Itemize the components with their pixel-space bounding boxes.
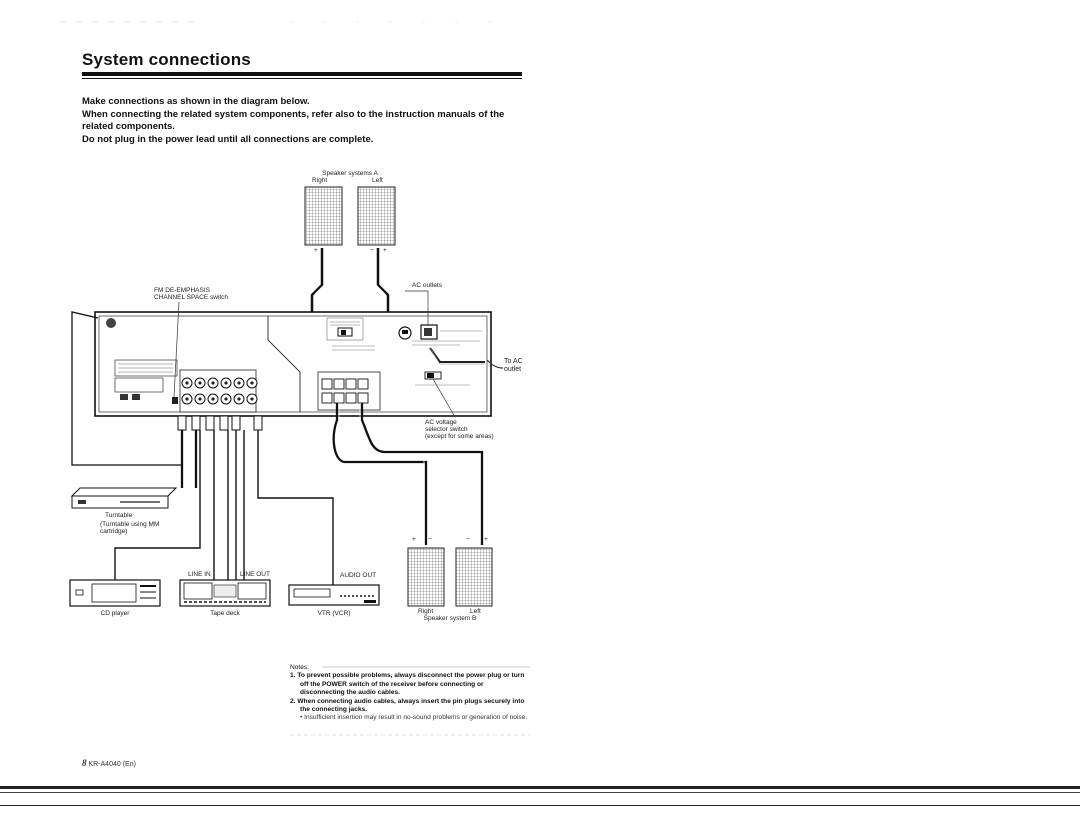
label-speaker-b-right: Right (418, 608, 434, 615)
label-minus-b-left: − (466, 536, 470, 543)
page-title: System connections (82, 50, 251, 69)
label-audio-out: AUDIO OUT (340, 572, 377, 579)
page-number: 8 (82, 758, 87, 768)
label-channel-space: CHANNEL SPACE switch (154, 294, 229, 301)
note-item-2: 2. When connecting audio cables, always … (290, 697, 525, 714)
intro-line-2: When connecting the related system compo… (82, 109, 505, 132)
label-line-in: LINE IN (188, 571, 211, 578)
intro-line-3: Do not plug in the power lead until all … (82, 134, 374, 145)
vtr (288, 584, 380, 606)
label-plus-a-left: + (383, 247, 387, 254)
label-except-areas: (except for some areas) (425, 433, 494, 440)
label-speaker-systems-a: Speaker systems A (322, 170, 378, 177)
label-vtr: VTR (VCR) (317, 610, 351, 617)
title-rule (82, 72, 522, 76)
label-to-ac-2: outlet (504, 366, 522, 373)
title-rule-thin (82, 78, 522, 79)
label-speaker-system-b: Speaker system B (423, 615, 477, 622)
bottom-rule-thin (0, 792, 1080, 793)
notes: Notes: 1. To prevent possible problems, … (290, 664, 530, 723)
label-selector-switch: selector switch (425, 426, 468, 433)
label-line-out: LINE OUT (240, 571, 270, 578)
bottom-rule-lower (0, 805, 1080, 806)
intro-line-1: Make connections as shown in the diagram… (82, 96, 310, 107)
label-speaker-b-left: Left (470, 608, 481, 615)
label-fm-deemphasis: FM DE-EMPHASIS (154, 287, 210, 294)
model-code: KR-A4040 (En) (88, 761, 136, 768)
label-turntable: Turntable (105, 512, 133, 519)
label-turntable-note-2: cartridge) (100, 528, 128, 535)
label-plus-b-right: + (412, 536, 416, 543)
receiver-rear-panel (94, 311, 492, 417)
speaker-a-right (304, 186, 343, 246)
label-to-ac-1: To AC (504, 358, 523, 365)
label-speaker-a-right: Right (312, 177, 328, 184)
tape-deck (179, 579, 271, 607)
label-tape-deck: Tape deck (210, 610, 240, 617)
page-footer: 8 KR-A4040 (En) (82, 758, 136, 768)
note-bullet: • Insufficient insertion may result in n… (300, 714, 528, 722)
speaker-b-left (455, 547, 493, 607)
label-ac-voltage: AC voltage (425, 419, 457, 426)
label-turntable-note-1: (Turntable using MM (100, 521, 160, 528)
speaker-b-right (407, 547, 445, 607)
speaker-a-left (357, 186, 396, 246)
label-minus-b-right: − (428, 536, 432, 543)
turntable (70, 487, 178, 509)
label-minus-a-left: − (370, 247, 374, 254)
notes-heading: Notes: (290, 664, 310, 671)
cd-player (69, 579, 161, 607)
label-plus-b-left: + (484, 536, 488, 543)
label-ac-outlets: AC outlets (412, 282, 442, 289)
label-cd-player: CD player (100, 610, 130, 617)
label-speaker-a-left: Left (372, 177, 383, 184)
bottom-rule (0, 786, 1080, 789)
note-item-1: 1. To prevent possible problems, always … (290, 672, 525, 697)
label-plus-a-right: + (314, 247, 318, 254)
